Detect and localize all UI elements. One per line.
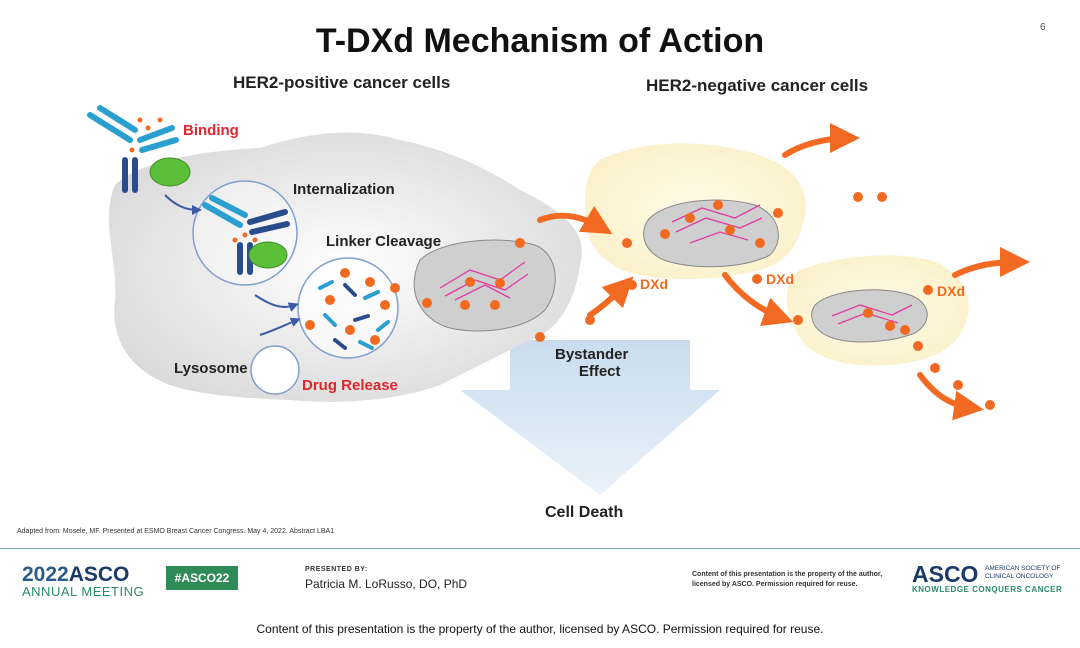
label-binding: Binding <box>183 122 239 139</box>
her2-receptor-internalized <box>248 241 288 269</box>
her2-receptor <box>149 157 191 187</box>
hashtag-badge: #ASCO22 <box>166 566 238 590</box>
process-arrows <box>164 194 301 336</box>
label-drug-release: Drug Release <box>302 377 398 394</box>
footer-divider <box>0 548 1080 549</box>
cell-death-arrow <box>460 340 720 495</box>
label-lysosome: Lysosome <box>174 360 248 377</box>
meeting-logo: 2022ASCO <box>22 563 129 587</box>
label-bystander-line2: Effect <box>578 363 621 380</box>
slide-title: T-DXd Mechanism of Action <box>315 22 765 60</box>
asco-logo: ASCO <box>912 561 979 587</box>
slide-number: 6 <box>1040 22 1046 33</box>
label-bystander-effect: Bystander Effect <box>555 346 628 380</box>
meeting-year: 2022 <box>22 563 69 586</box>
label-bystander-line1: Bystander <box>555 346 629 363</box>
header-her2-positive: HER2-positive cancer cells <box>233 73 451 92</box>
meeting-name: ANNUAL MEETING <box>22 584 145 599</box>
meeting-org: ASCO <box>68 563 130 586</box>
asco-tagline: KNOWLEDGE CONQUERS CANCER <box>912 585 1063 594</box>
presented-by-label: PRESENTED BY: <box>305 566 368 573</box>
antibody-binding <box>87 105 179 193</box>
payload-dots <box>305 192 995 410</box>
citation: Adapted from: Mosele, MF. Presented at E… <box>17 528 335 535</box>
mechanism-diagram <box>87 105 1030 495</box>
bystander-arrows <box>537 123 1030 421</box>
label-dxd-2: DXd <box>766 271 794 287</box>
label-dxd-1: DXd <box>640 276 668 292</box>
antibody-fragments <box>318 280 390 350</box>
nucleus-negative-upper <box>643 199 779 268</box>
label-dxd-3: DXd <box>937 283 965 299</box>
antibody-internalized <box>202 195 290 275</box>
label-internalization: Internalization <box>293 181 395 198</box>
asco-society-name: AMERICAN SOCIETY OF CLINICAL ONCOLOGY <box>985 565 1061 580</box>
label-linker-cleavage: Linker Cleavage <box>326 233 442 250</box>
bottom-rights-notice: Content of this presentation is the prop… <box>256 622 824 636</box>
rights-notice-small: Content of this presentation is the prop… <box>692 571 883 588</box>
presenter-name: Patricia M. LoRusso, DO, PhD <box>305 577 468 591</box>
label-cell-death: Cell Death <box>545 504 624 521</box>
lysosome-circle <box>250 345 300 395</box>
header-her2-negative: HER2-negative cancer cells <box>646 76 869 95</box>
